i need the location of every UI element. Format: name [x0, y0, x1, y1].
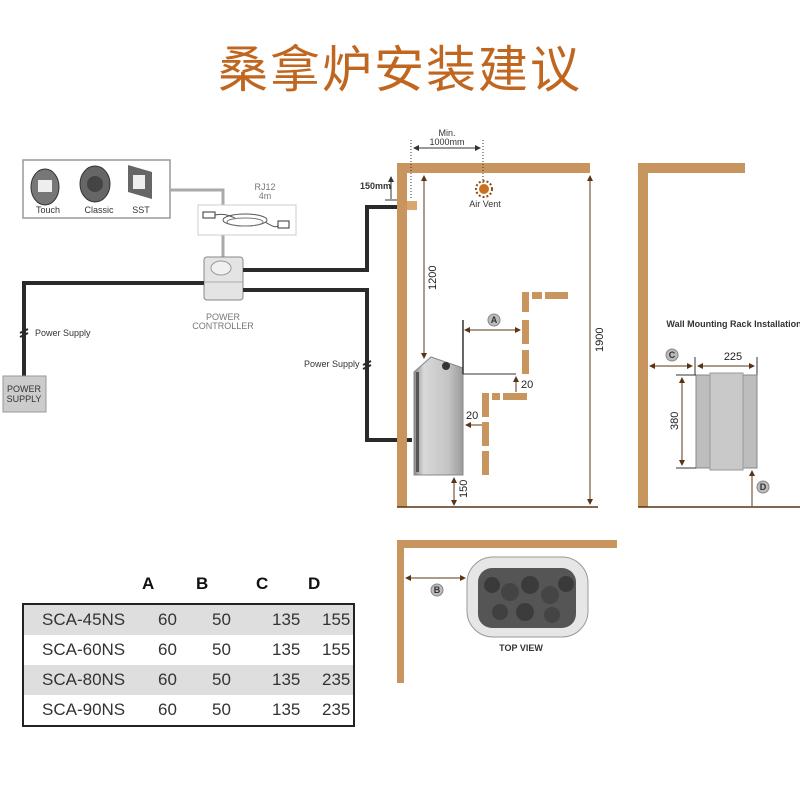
vent-offset-label: 150mm [360, 181, 391, 191]
power-cables [22, 205, 412, 442]
table-row: SCA-90NS 60 50 135 235 [23, 695, 354, 726]
d-cell: 235 [322, 670, 351, 689]
wall-rack-title: Wall Mounting Rack Installation [666, 319, 800, 329]
col-header-d: D [308, 574, 321, 593]
d-cell: 235 [322, 700, 351, 719]
gap-top-label: 20 [521, 379, 533, 391]
control-panel-options: Touch Classic SST [22, 159, 171, 219]
b-cell: 50 [212, 700, 231, 719]
b-cell: 50 [212, 640, 231, 659]
table-row: SCA-60NS 60 50 135 155 [23, 635, 354, 665]
power-supply-label-left: Power Supply [35, 328, 91, 338]
b-cell: 50 [212, 670, 231, 689]
power-controller-label-2: CONTROLLER [192, 321, 254, 331]
d-cell: 155 [322, 640, 351, 659]
col-header-a: A [142, 574, 155, 593]
heater-top-view-icon [466, 556, 589, 638]
c-cell: 135 [272, 610, 301, 629]
rack-height-label: 380 [669, 412, 681, 430]
marker-b-badge: B [430, 583, 444, 597]
b-cell: 50 [212, 610, 231, 629]
col-header-c: C [256, 574, 269, 593]
c-cell: 135 [272, 700, 301, 719]
sauna-walls-top-view [397, 540, 617, 683]
min-distance-label: 1000mm [429, 137, 464, 147]
model-cell: SCA-80NS [42, 670, 126, 689]
touch-panel-icon [30, 168, 60, 206]
sauna-walls-rack-view [638, 163, 745, 507]
gap-side-label: 20 [466, 410, 478, 422]
power-supply-label-right: Power Supply [304, 359, 360, 369]
table-row: SCA-80NS 60 50 135 235 [23, 665, 354, 695]
classic-label: Classic [84, 205, 114, 215]
clearance-table: SCA-45NS 60 50 135 155 SCA-60NS 60 50 135 155 SC… [22, 603, 355, 727]
marker-d-badge: D [756, 480, 770, 494]
sauna-heater-icon [413, 356, 464, 476]
cable-length-label: 4m [259, 191, 272, 201]
d-cell: 155 [322, 610, 351, 629]
power-controller-icon [203, 256, 244, 301]
sst-panel-icon [128, 165, 152, 199]
power-controller-label-1: POWER [206, 312, 241, 322]
marker-a-badge: A [487, 313, 501, 327]
marker-b-label: B [434, 585, 441, 595]
touch-label: Touch [36, 205, 60, 215]
page-title: 桑拿炉安装建议 [218, 41, 582, 99]
rack-width-label: 225 [724, 351, 742, 363]
model-cell: SCA-45NS [42, 610, 126, 629]
room-height-label: 1900 [594, 328, 606, 352]
mounting-rack-icon [695, 372, 758, 471]
classic-panel-icon [79, 165, 111, 203]
a-cell: 60 [158, 640, 177, 659]
power-supply-box-label-2: SUPPLY [7, 394, 42, 404]
a-cell: 60 [158, 700, 177, 719]
vent-outlet [407, 201, 417, 210]
combustible-material-dashed [482, 292, 568, 475]
c-cell: 135 [272, 670, 301, 689]
air-vent-icon [475, 180, 493, 198]
marker-a-label: A [491, 315, 498, 325]
marker-d-label: D [760, 482, 767, 492]
marker-c-label: C [669, 350, 676, 360]
model-cell: SCA-90NS [42, 700, 126, 719]
power-supply-box [2, 375, 47, 413]
rj12-cable-icon [197, 204, 297, 236]
floor-gap-label: 150 [458, 480, 470, 498]
rj12-label: RJ12 [254, 182, 275, 192]
heater-to-ceiling-label: 1200 [427, 266, 439, 290]
power-supply-box-label-1: POWER [7, 384, 42, 394]
sauna-walls-side-view [397, 163, 590, 507]
model-cell: SCA-60NS [42, 640, 126, 659]
air-vent-label: Air Vent [469, 199, 501, 209]
table-row: SCA-45NS 60 50 135 155 [23, 604, 354, 635]
marker-c-badge: C [665, 348, 679, 362]
min-label: Min. [438, 128, 455, 138]
a-cell: 60 [158, 670, 177, 689]
c-cell: 135 [272, 640, 301, 659]
a-cell: 60 [158, 610, 177, 629]
sst-label: SST [132, 205, 150, 215]
top-view-label: TOP VIEW [499, 643, 543, 653]
col-header-b: B [196, 574, 209, 593]
